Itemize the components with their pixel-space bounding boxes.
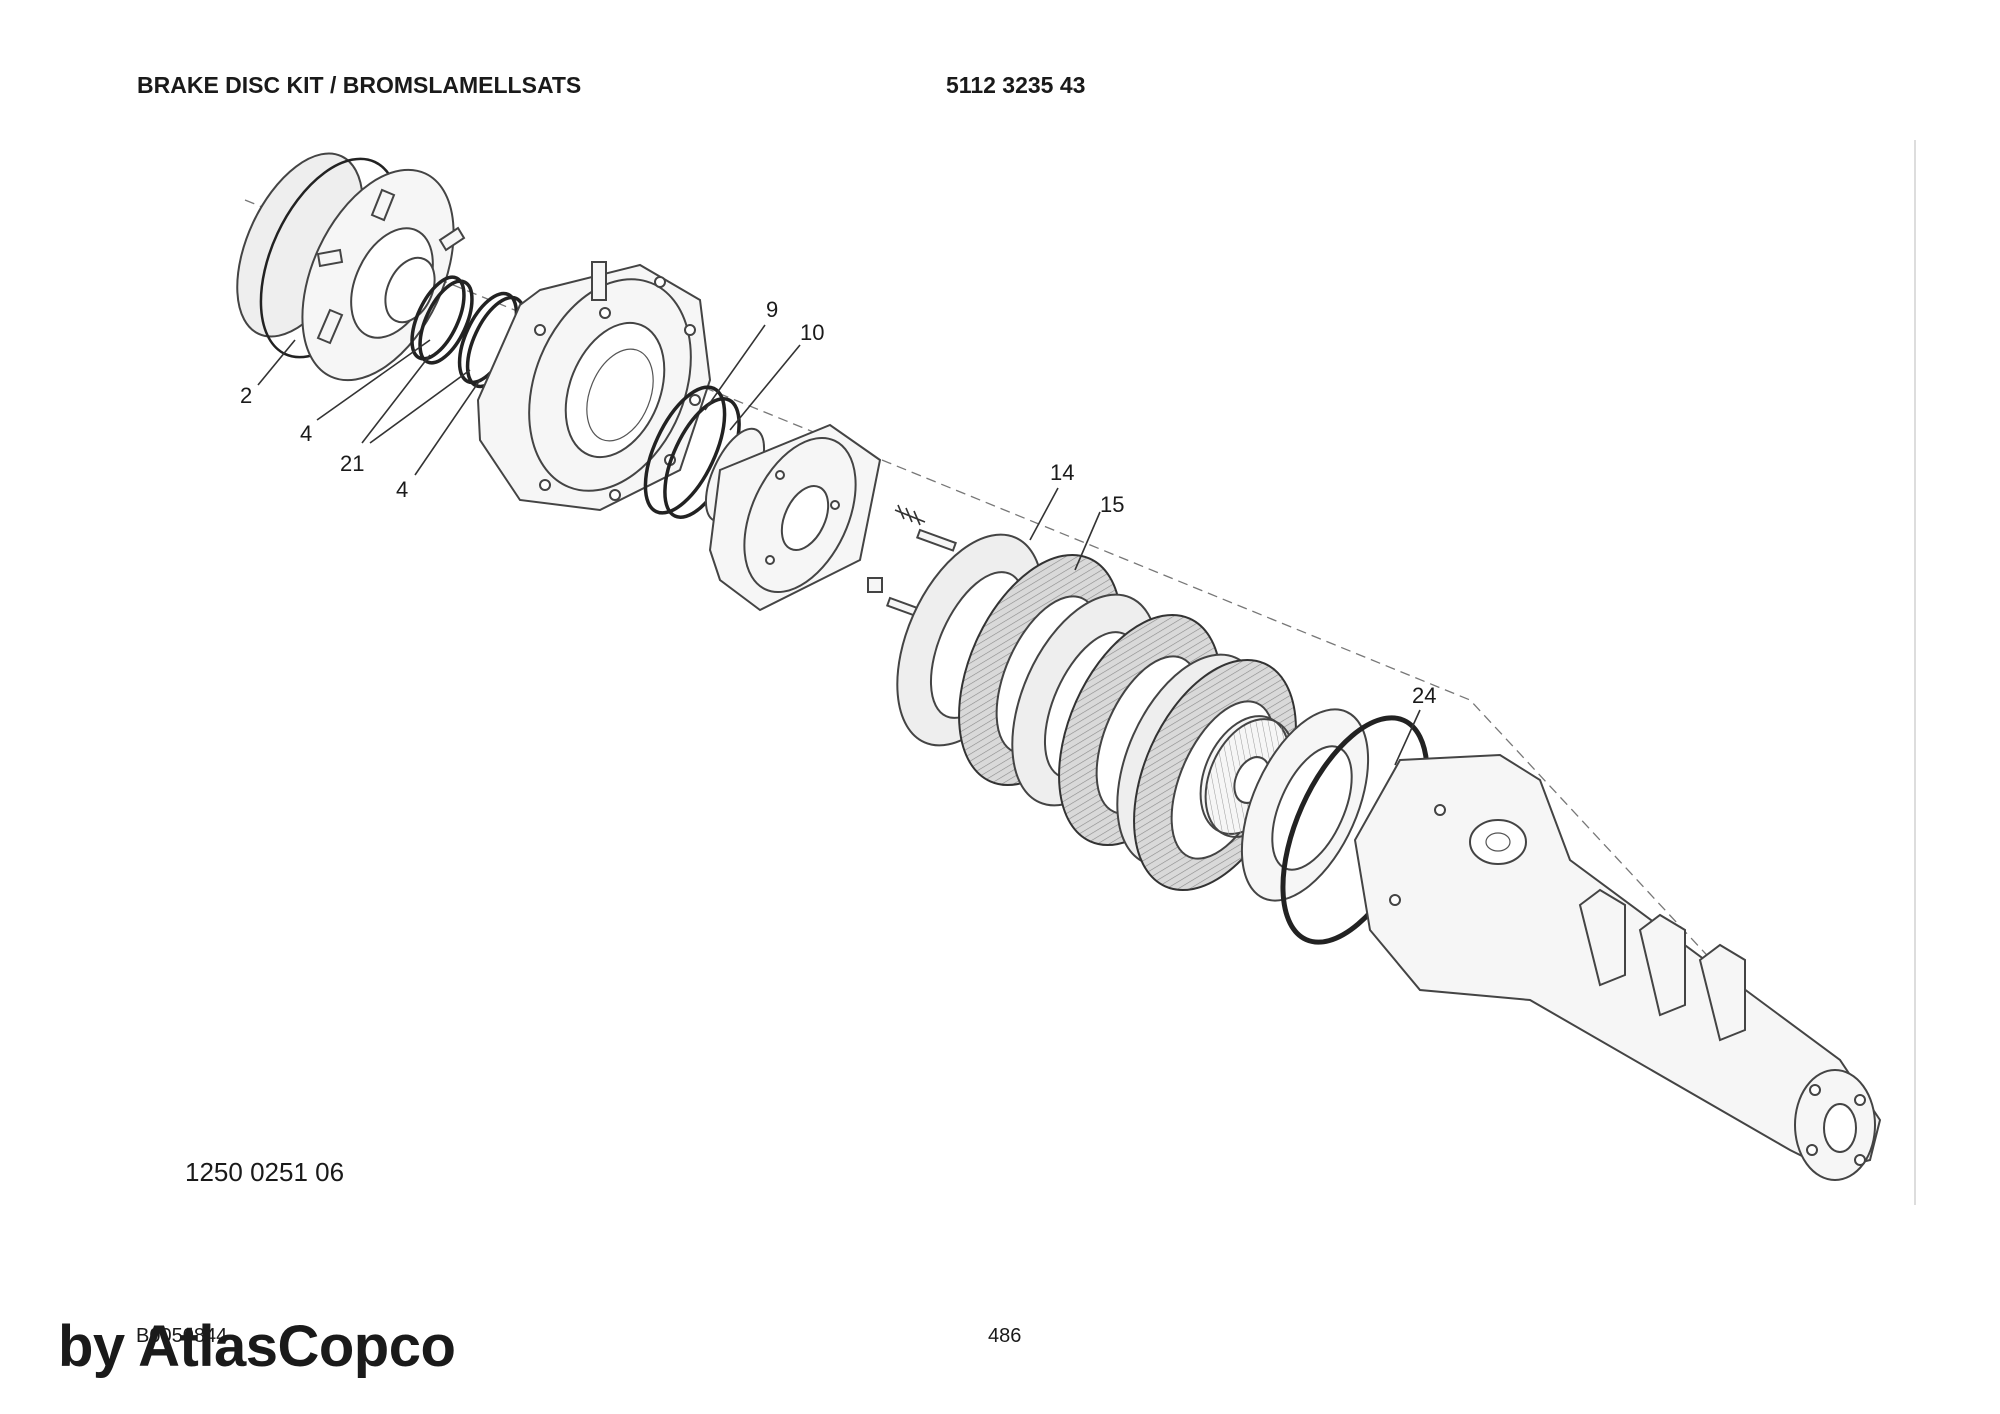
kit-part-number: 5112 3235 43 <box>946 72 1086 98</box>
callout-24: 24 <box>1412 683 1437 708</box>
figure-number: 1250 0251 06 <box>185 1157 345 1187</box>
callout-21: 21 <box>340 451 365 476</box>
piston-plate-part-2 <box>236 152 466 382</box>
callout-4-second: 4 <box>396 477 409 502</box>
page-title: BRAKE DISC KIT / BROMSLAMELLSATS <box>137 72 582 98</box>
leader-lines <box>257 324 1421 766</box>
watermark-text: by AtlasCopco <box>58 1314 456 1379</box>
callout-9: 9 <box>766 297 779 322</box>
brake-cylinder-plate <box>708 423 882 612</box>
callout-2: 2 <box>240 383 253 408</box>
brake-housing <box>476 261 712 512</box>
callout-10: 10 <box>800 320 825 345</box>
axle-housing <box>1353 753 1882 1181</box>
page-number: 486 <box>988 1325 1022 1347</box>
callout-14: 14 <box>1050 460 1075 485</box>
callout-15: 15 <box>1100 492 1125 517</box>
drawing-code: B0050844 <box>136 1325 228 1347</box>
callout-4: 4 <box>300 421 313 446</box>
